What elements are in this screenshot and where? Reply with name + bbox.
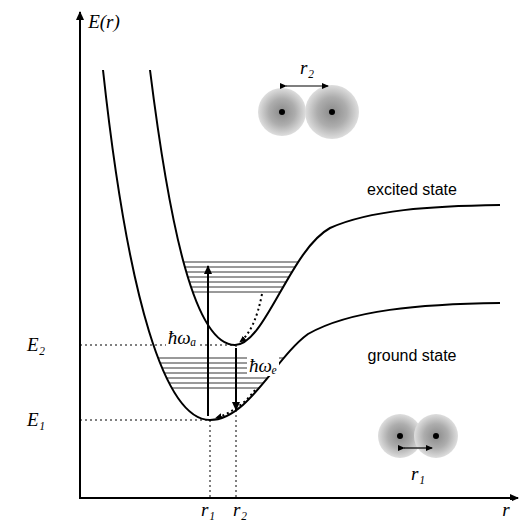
ground-molecule <box>378 414 458 458</box>
state-label: excited state <box>365 181 459 199</box>
x-axis <box>79 497 518 499</box>
axis-label: E(r) <box>86 12 122 33</box>
excited-molecule <box>258 85 359 139</box>
guide-lines <box>80 345 236 498</box>
absorption-arrow <box>207 266 209 416</box>
y-axis <box>79 12 81 498</box>
axis-tick-label: r₂ <box>231 500 249 521</box>
photon-label: ħωₑ <box>247 356 279 377</box>
distance-label: r₁ <box>409 464 427 485</box>
energy-label: E₁ <box>25 410 47 431</box>
axis-tick-label: r₁ <box>199 500 217 521</box>
energy-label: E₂ <box>25 335 47 356</box>
ground-curve <box>103 70 500 420</box>
distance-label: r₂ <box>298 58 316 79</box>
relax-arrow <box>240 294 262 342</box>
excited-levels <box>150 262 330 292</box>
state-label: ground state <box>366 347 459 365</box>
axis-label: r <box>500 500 511 521</box>
emission-arrow <box>235 348 237 410</box>
photon-label: ħωₐ <box>166 328 198 349</box>
